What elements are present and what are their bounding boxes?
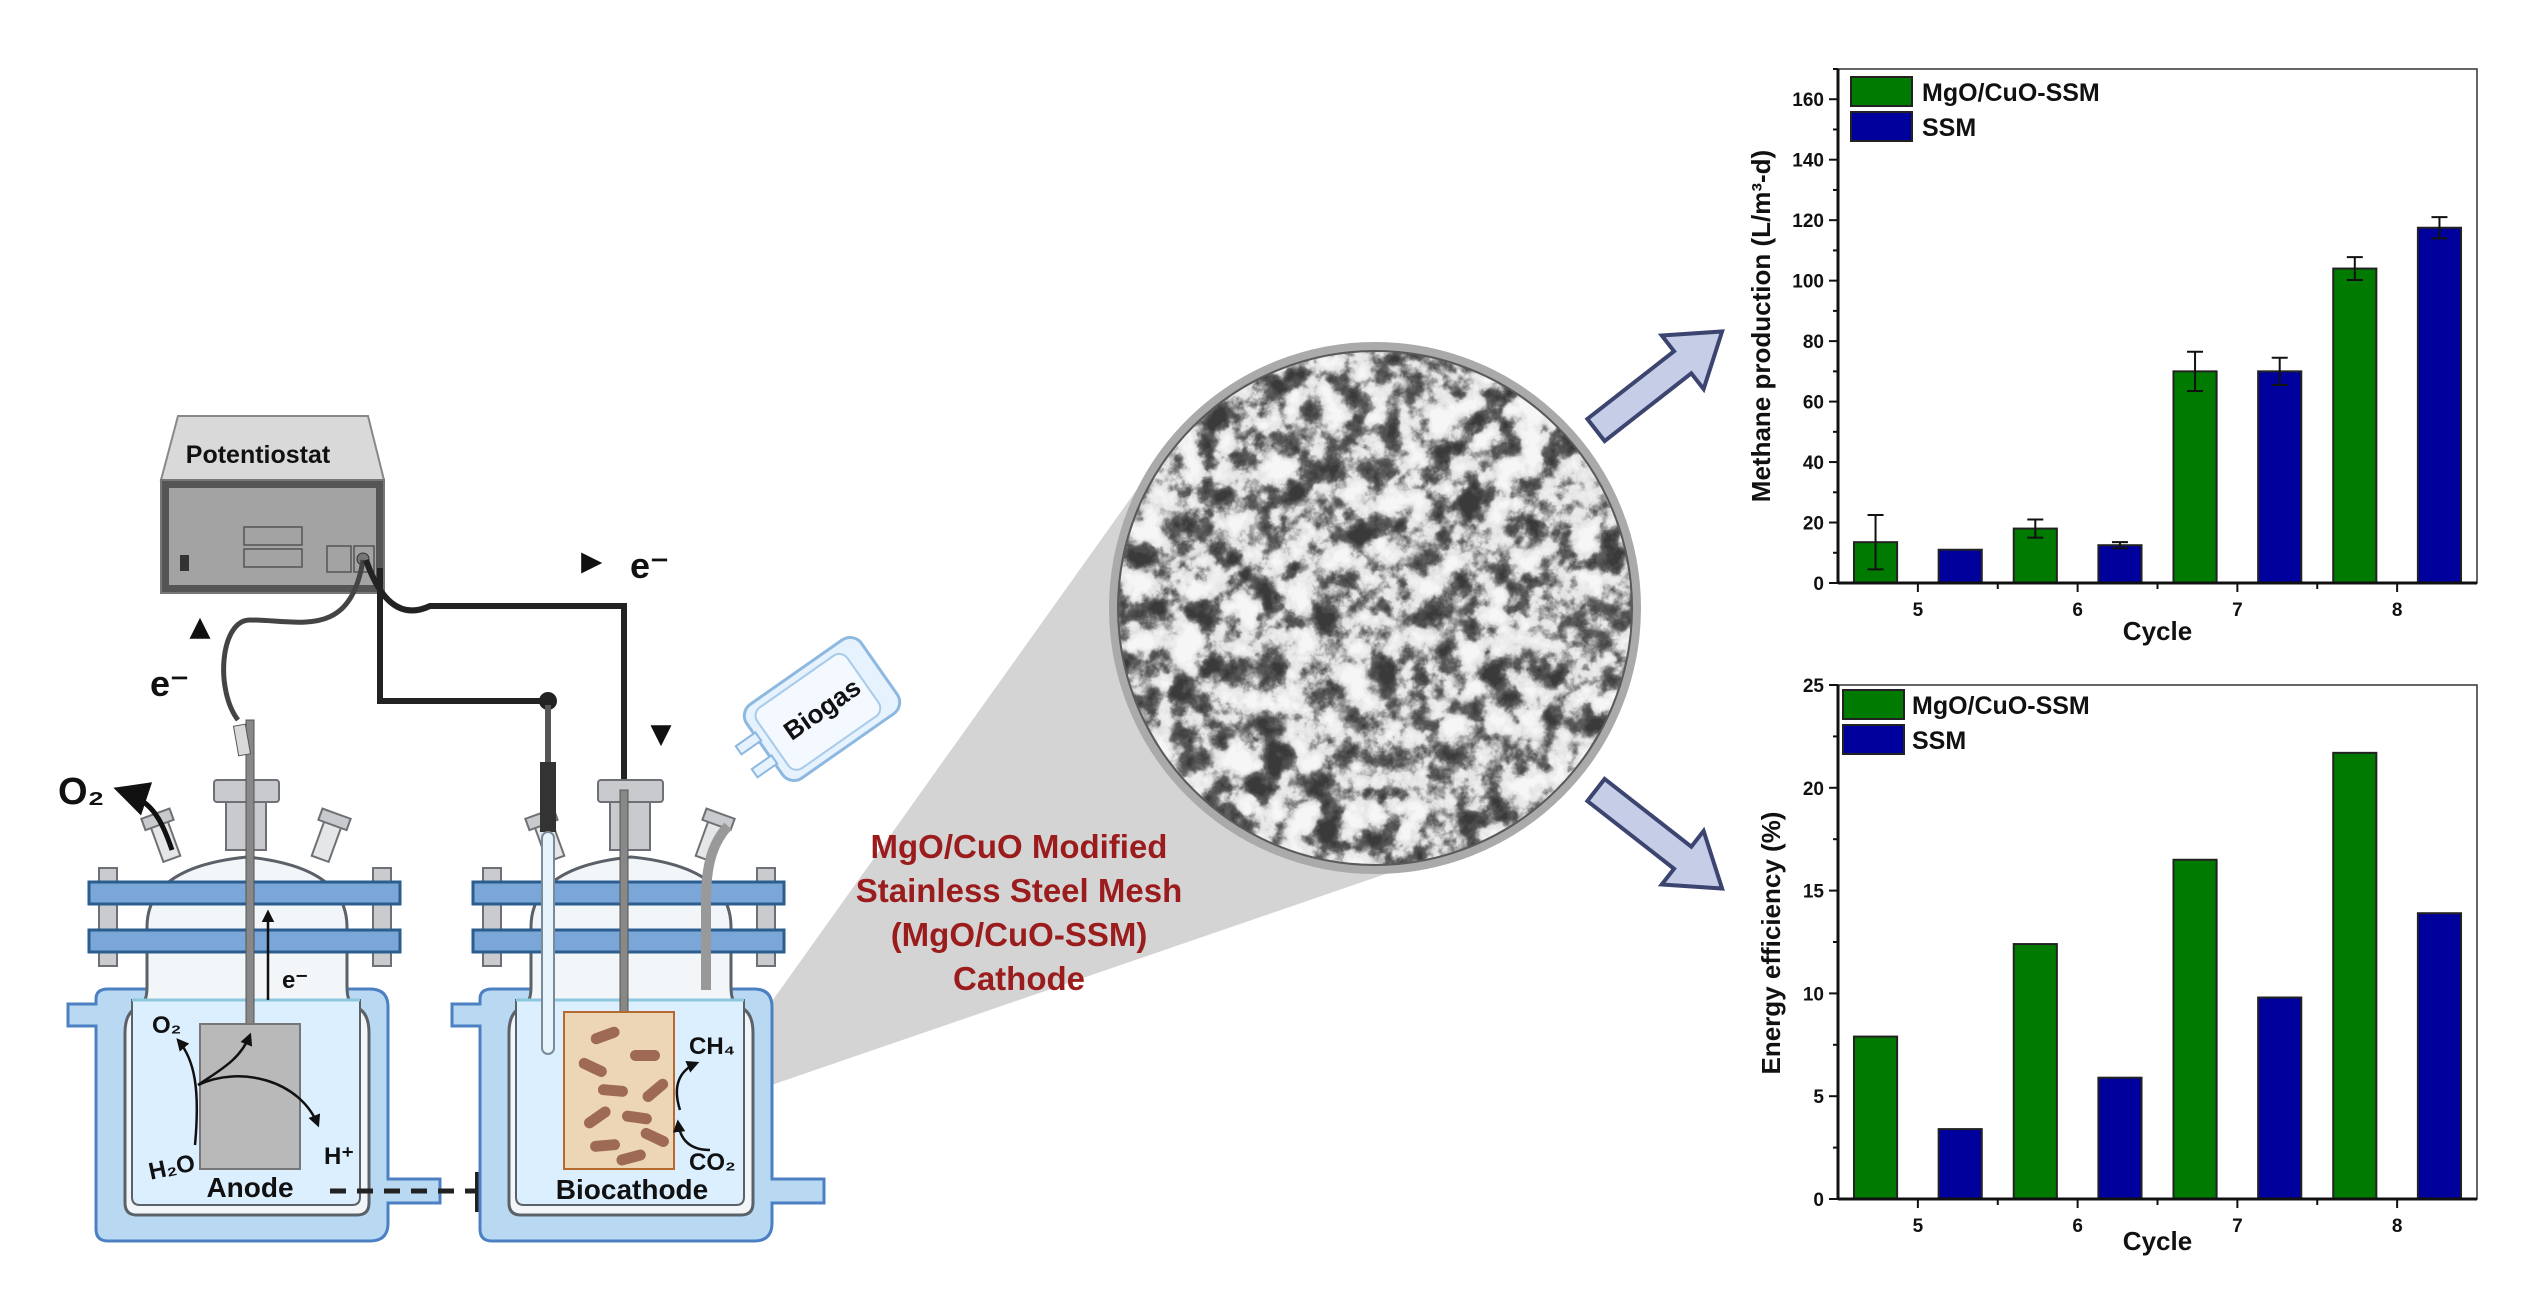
bar-mgo-cuo-ssm-cycle-7 <box>2172 370 2218 584</box>
bar-mgo-cuo-ssm-cycle-8 <box>2332 751 2378 1201</box>
x-tick-label: 6 <box>2072 1216 2083 1237</box>
x-tick-label: 8 <box>2392 1216 2403 1237</box>
biogas-bag: Biogas <box>734 635 902 783</box>
x-tick-label: 7 <box>2232 1216 2243 1237</box>
y-tick-label: 100 <box>1792 272 1824 293</box>
bar-ssm-cycle-8 <box>2416 226 2463 584</box>
y-tick-label: 60 <box>1803 393 1824 414</box>
h-plus-label: H⁺ <box>324 1143 354 1170</box>
biocathode-label: Biocathode <box>556 1174 708 1205</box>
bar-ssm-cycle-7 <box>2257 996 2303 1201</box>
error-bar <box>2271 356 2288 386</box>
potentiostat-label: Potentiostat <box>186 441 331 469</box>
y-tick-label: 160 <box>1792 90 1824 111</box>
legend-label: SSM <box>1912 727 1966 755</box>
legend-label: MgO/CuO-SSM <box>1912 692 2090 720</box>
legend-swatch <box>1850 76 1913 107</box>
plot-frame <box>1837 68 2478 584</box>
anode-chamber: e⁻ O₂ H₂O H⁺ Anode O₂ <box>58 719 442 1243</box>
co2-label: CO₂ <box>689 1149 736 1176</box>
error-bar <box>2431 216 2448 240</box>
x-tick-label: 5 <box>1913 600 1924 621</box>
bar-mgo-cuo-ssm-cycle-5 <box>1852 1035 1899 1201</box>
arrow-to-methane-chart-icon <box>1584 329 1725 444</box>
arrow-to-efficiency-chart-icon <box>1584 776 1725 891</box>
caption-line-2: Stainless Steel Mesh <box>856 872 1182 909</box>
bar-mgo-cuo-ssm-cycle-7 <box>2172 858 2218 1200</box>
bar-ssm-cycle-7 <box>2257 370 2303 584</box>
o2-inner-label: O₂ <box>152 1012 181 1039</box>
bar-ssm-cycle-6 <box>2097 1076 2143 1201</box>
y-axis-title: Energy efficiency (%) <box>1756 812 1786 1075</box>
biocathode-chamber: CH₄ CO₂ Biocathode <box>450 705 826 1243</box>
bar-mgo-cuo-ssm-cycle-6 <box>2012 943 2058 1201</box>
bar-ssm-cycle-8 <box>2416 912 2463 1200</box>
cathode-caption: MgO/CuO Modified Stainless Steel Mesh (M… <box>856 828 1182 997</box>
plot-frame <box>1837 684 2478 1200</box>
x-axis-title: Cycle <box>2123 1226 2192 1256</box>
energy-efficiency-chart: 0 5 10 15 20 25 5 6 7 8 Cycle Energy efficiency (%)… <box>1756 676 2478 1256</box>
error-bar <box>2111 541 2128 550</box>
y-tick-label: 5 <box>1813 1087 1824 1108</box>
anode-label: Anode <box>206 1172 293 1203</box>
reference-probe <box>540 705 556 1055</box>
legend-label: MgO/CuO-SSM <box>1922 79 2100 107</box>
y-tick-label: 0 <box>1813 1190 1824 1211</box>
bacteria <box>578 1026 669 1166</box>
caption-line-3: (MgO/CuO-SSM) <box>891 916 1148 953</box>
legend-swatch <box>1842 689 1905 720</box>
y-tick-label: 25 <box>1803 676 1825 697</box>
error-bar <box>2027 518 2044 539</box>
ch4-label: CH₄ <box>689 1033 735 1060</box>
bar-ssm-cycle-5 <box>1937 1128 1983 1200</box>
legend-swatch <box>1842 724 1905 755</box>
legend-label: SSM <box>1922 114 1976 142</box>
x-tick-label: 6 <box>2072 600 2083 621</box>
y-axis-title: Methane production (L/m³-d) <box>1746 150 1776 502</box>
y-tick-label: 120 <box>1792 211 1824 232</box>
bar-ssm-cycle-6 <box>2097 544 2143 584</box>
potentiostat: Potentiostat <box>159 415 386 594</box>
y-tick-label: 140 <box>1792 151 1824 172</box>
error-bar <box>2346 256 2363 282</box>
electron-label-top: e⁻ <box>630 545 669 586</box>
error-bar <box>1867 513 1884 571</box>
legend-swatch <box>1850 111 1913 142</box>
bar-mgo-cuo-ssm-cycle-8 <box>2332 267 2378 584</box>
y-tick-label: 10 <box>1803 984 1824 1005</box>
circuit-wires <box>221 559 627 792</box>
y-tick-label: 40 <box>1803 453 1824 474</box>
y-tick-label: 80 <box>1803 332 1824 353</box>
error-bar <box>2187 350 2204 393</box>
caption-line-1: MgO/CuO Modified <box>871 828 1168 865</box>
y-tick-label: 20 <box>1803 514 1824 535</box>
x-tick-label: 7 <box>2232 600 2243 621</box>
caption-line-4: Cathode <box>953 960 1085 997</box>
sem-image <box>1109 342 1641 874</box>
electron-label-left: e⁻ <box>150 663 189 704</box>
y-tick-label: 0 <box>1813 574 1824 595</box>
y-tick-label: 20 <box>1803 779 1824 800</box>
x-tick-label: 8 <box>2392 600 2403 621</box>
anode-electrode <box>199 1023 301 1170</box>
y-tick-label: 15 <box>1803 882 1825 903</box>
o2-out-label: O₂ <box>58 771 104 813</box>
x-tick-label: 5 <box>1913 1216 1924 1237</box>
bar-ssm-cycle-5 <box>1937 548 1983 584</box>
electron-label-inner: e⁻ <box>282 967 308 994</box>
x-axis-title: Cycle <box>2123 616 2192 646</box>
